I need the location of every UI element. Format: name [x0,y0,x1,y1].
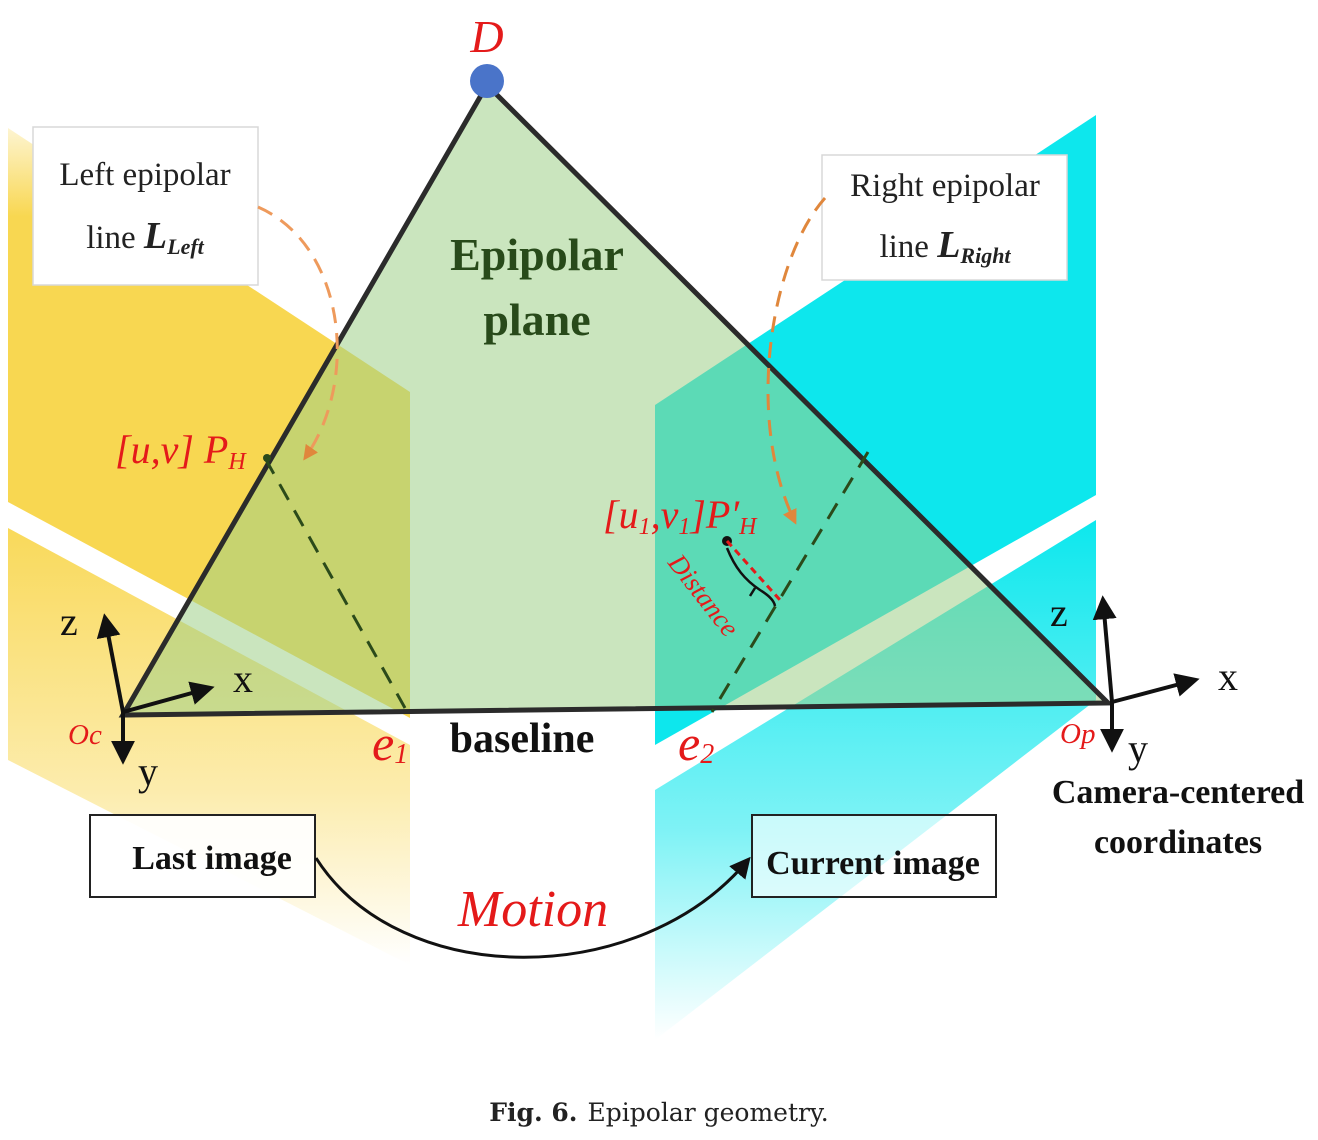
epipolar-plane-title-line2: plane [483,294,590,345]
distance-brace [725,547,777,607]
epipole-e2-label: e2 [678,715,714,771]
last-image-label: Last image [132,840,292,877]
right-axis-x-label: x [1218,654,1238,699]
motion-arrow [314,856,751,959]
camera-coords-label-line1: Camera-centered [1052,774,1304,811]
left-epipolar-label-line1: Left epipolar [59,157,230,193]
current-image-box [751,814,997,898]
figure-caption: Fig. 6. Epipolar geometry. [0,1098,1318,1127]
epipole-e1-label: e1 [372,715,408,771]
left-epipolar-callout [32,126,259,286]
right-epipolar-line [710,451,870,713]
right-callout-arrow [766,197,827,525]
right-camera-axes [1092,595,1200,753]
left-epipolar-label-line2: line LLeft [86,215,204,259]
left-epipolar-line [263,457,407,709]
left-callout-arrow [257,205,339,461]
camera-coords-label-line2: coordinates [1094,824,1262,861]
right-epipolar-label-line2: line LRight [879,224,1011,268]
point-ph-label: [u,v] PH [115,427,247,475]
distance-segment [725,539,782,602]
point-ph-marker [263,454,271,462]
right-epipolar-callout [821,154,1068,281]
epipolar-plane [118,80,1114,718]
left-axis-z-label: z [60,599,78,644]
point-d-marker [470,64,504,98]
left-axis-x-label: x [233,656,253,701]
oc-label: Oc [68,719,102,751]
motion-label: Motion [457,881,608,938]
last-image-box [89,814,316,898]
right-axis-z-label: z [1050,590,1068,635]
left-axis-y-label: y [138,749,158,794]
epipolar-plane-title-line1: Epipolar [450,229,624,280]
point-d-label: D [469,11,503,62]
right-axis-y-label: y [1128,726,1148,771]
right-epipolar-label-line1: Right epipolar [850,168,1040,204]
op-label: Op [1060,718,1095,750]
left-camera-axes [96,613,215,765]
point-ph-prime-label: [u1,v1]P′H [603,492,758,540]
baseline-label: baseline [450,716,595,762]
figure-number: Fig. 6. [489,1098,578,1127]
current-image-label: Current image [766,845,980,882]
figure-caption-text: Epipolar geometry. [587,1098,829,1127]
